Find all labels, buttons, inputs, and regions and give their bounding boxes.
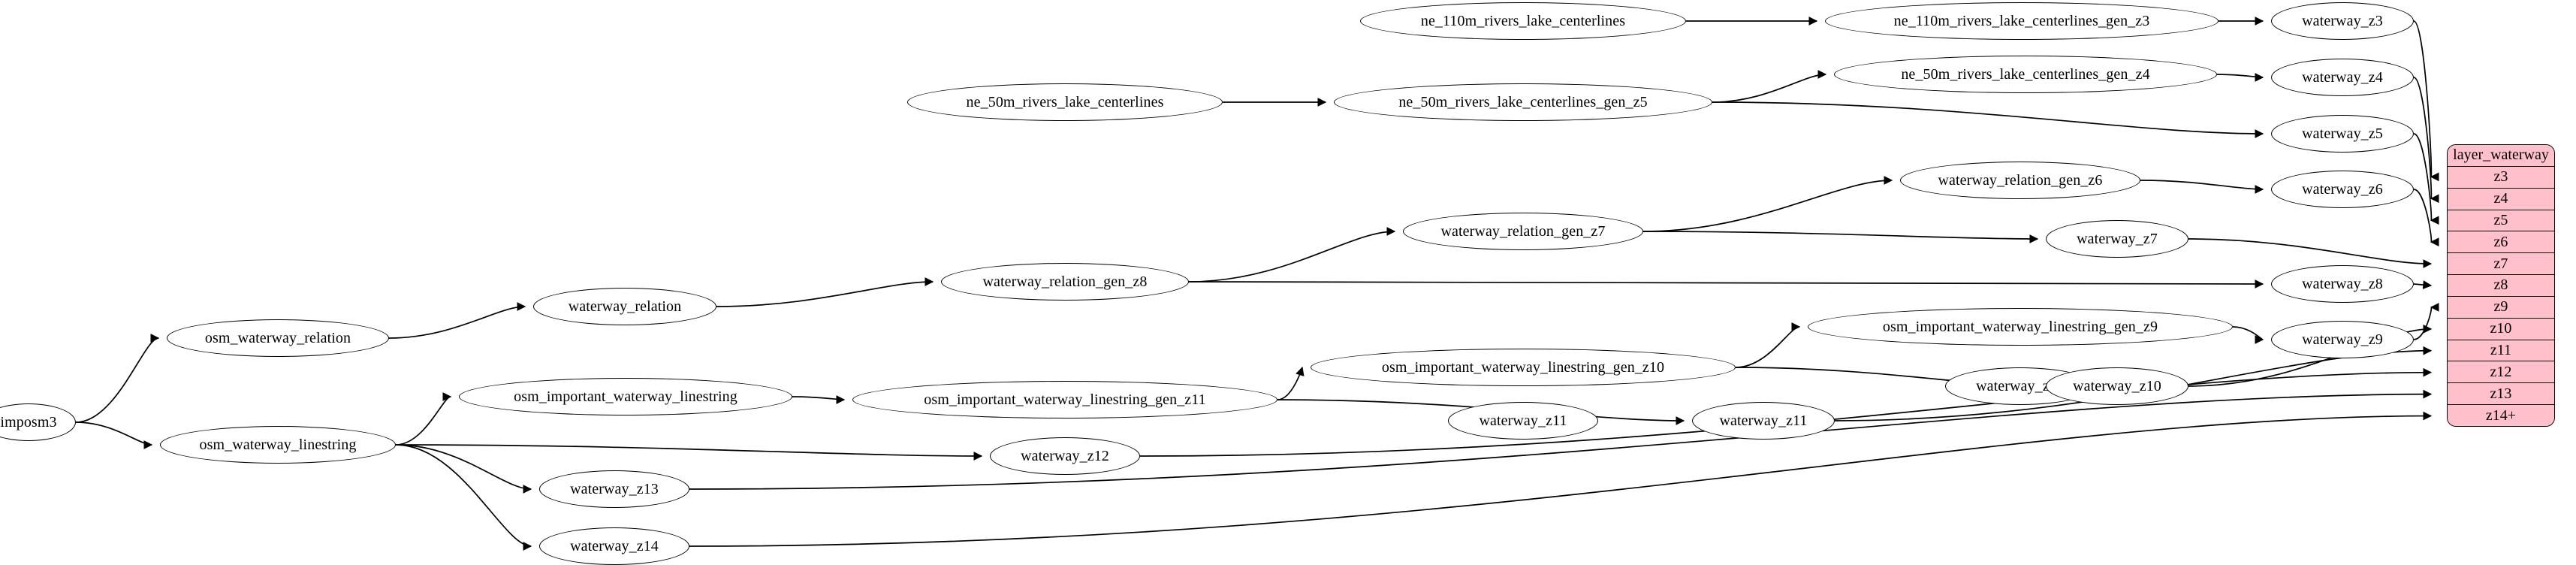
node-ne_50m_rivers_lake_centerlines_gen_z4[interactable]: ne_50m_rivers_lake_centerlines_gen_z4 (1834, 56, 2217, 93)
node-osm_important_waterway_linestring_gen_z10[interactable]: osm_important_waterway_linestring_gen_z1… (1311, 349, 1736, 386)
node-waterway_z12[interactable]: waterway_z12 (990, 437, 1140, 475)
node-waterway_z10b[interactable]: waterway_z10 (2046, 367, 2188, 405)
node-waterway_relation_gen_z7[interactable]: waterway_relation_gen_z7 (1403, 213, 1643, 250)
layer-waterway-row-z10[interactable]: z10 (2448, 317, 2554, 340)
node-waterway_z3[interactable]: waterway_z3 (2271, 2, 2414, 40)
layer-waterway-row-z7[interactable]: z7 (2448, 252, 2554, 275)
layer-waterway-row-z4[interactable]: z4 (2448, 187, 2554, 210)
node-waterway_z4[interactable]: waterway_z4 (2271, 59, 2414, 96)
layer-waterway-row-z9[interactable]: z9 (2448, 295, 2554, 318)
node-ne_50m_rivers_lake_centerlines_gen_z5[interactable]: ne_50m_rivers_lake_centerlines_gen_z5 (1334, 83, 1712, 121)
node-waterway_relation_gen_z6[interactable]: waterway_relation_gen_z6 (1900, 162, 2140, 199)
node-waterway_relation[interactable]: waterway_relation (533, 288, 716, 325)
layer-waterway-row-z14plus[interactable]: z14+ (2448, 404, 2554, 426)
node-ne_110m_rivers_lake_centerlines_gen_z3[interactable]: ne_110m_rivers_lake_centerlines_gen_z3 (1825, 2, 2219, 40)
node-osm_waterway_relation[interactable]: osm_waterway_relation (167, 319, 389, 357)
node-waterway_z11[interactable]: waterway_z11 (1448, 402, 1598, 440)
node-ne_110m_rivers_lake_centerlines[interactable]: ne_110m_rivers_lake_centerlines (1360, 2, 1686, 40)
node-waterway_z5[interactable]: waterway_z5 (2271, 115, 2414, 153)
layer-waterway-row-z11[interactable]: z11 (2448, 339, 2554, 361)
layer-waterway-table-header: layer_waterway (2448, 145, 2554, 166)
node-osm_important_waterway_linestring_gen_z9[interactable]: osm_important_waterway_linestring_gen_z9 (1808, 308, 2233, 346)
node-osm_important_waterway_linestring[interactable]: osm_important_waterway_linestring (459, 378, 792, 415)
layer-waterway-row-z6[interactable]: z6 (2448, 231, 2554, 253)
node-waterway_z9[interactable]: waterway_z9 (2271, 321, 2414, 358)
node-ne_50m_rivers_lake_centerlines[interactable]: ne_50m_rivers_lake_centerlines (907, 83, 1223, 121)
node-waterway_z14[interactable]: waterway_z14 (539, 527, 689, 565)
layer-waterway-row-z13[interactable]: z13 (2448, 382, 2554, 405)
node-waterway_relation_gen_z8[interactable]: waterway_relation_gen_z8 (941, 263, 1189, 301)
node-waterway_z6[interactable]: waterway_z6 (2271, 171, 2414, 208)
node-imposm3[interactable]: imposm3 (0, 403, 76, 441)
node-waterway_z13[interactable]: waterway_z13 (539, 470, 689, 508)
node-waterway_z7[interactable]: waterway_z7 (2046, 220, 2188, 258)
layer-waterway-row-z8[interactable]: z8 (2448, 274, 2554, 296)
node-waterway_z8[interactable]: waterway_z8 (2271, 265, 2414, 303)
layer-waterway-row-z3[interactable]: z3 (2448, 165, 2554, 188)
layer-waterway-row-z5[interactable]: z5 (2448, 209, 2554, 231)
layer-waterway-row-z12[interactable]: z12 (2448, 361, 2554, 383)
node-osm_waterway_linestring[interactable]: osm_waterway_linestring (160, 426, 396, 464)
node-waterway_z11b[interactable]: waterway_z11 (1692, 402, 1835, 440)
node-osm_important_waterway_linestring_gen_z11[interactable]: osm_important_waterway_linestring_gen_z1… (852, 381, 1277, 418)
